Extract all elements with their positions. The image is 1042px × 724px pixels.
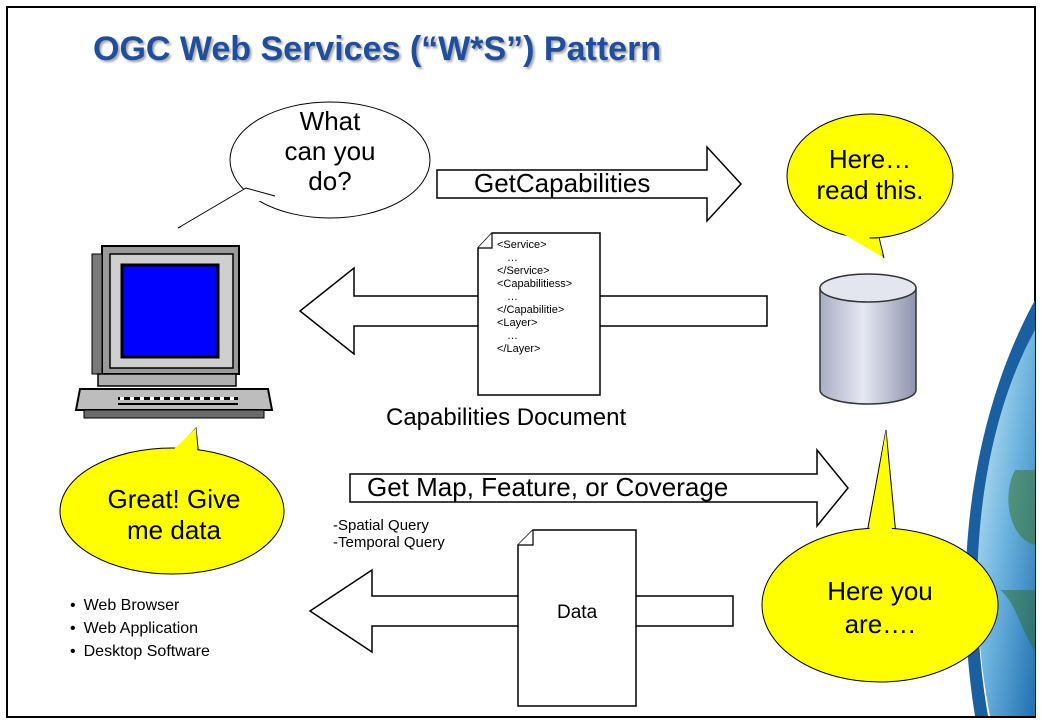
- client-request-text: Great! Give me data: [92, 484, 256, 546]
- doc-line: <Service>: [497, 239, 547, 251]
- doc-line: </Layer>: [497, 343, 541, 355]
- query-item: -Temporal Query: [333, 534, 445, 551]
- client-computer-icon: [74, 245, 274, 419]
- server-data-line: are….: [844, 609, 916, 639]
- database-server-icon: [819, 273, 917, 405]
- capabilities-document-caption: Capabilities Document: [386, 404, 627, 431]
- get-capabilities-label: GetCapabilities: [474, 168, 651, 198]
- capabilities-document-icon: [477, 232, 601, 396]
- server-data-callout: [761, 429, 999, 683]
- get-data-arrow: [349, 447, 849, 529]
- client-question-text: What can you do?: [270, 106, 390, 196]
- doc-line: …: [507, 291, 518, 303]
- doc-line: <Capabilitiess>: [497, 278, 573, 290]
- client-types-list: Web Browser Web Application Desktop Soft…: [70, 594, 210, 663]
- query-types: -Spatial Query -Temporal Query: [333, 517, 445, 551]
- get-data-label: Get Map, Feature, or Coverage: [367, 472, 729, 502]
- list-item: Web Application: [70, 617, 210, 640]
- server-data-text: Here you are….: [800, 575, 960, 641]
- monitor-screen: [120, 263, 220, 359]
- get-capabilities-arrow: [436, 145, 743, 223]
- client-question-line: can you: [284, 136, 376, 166]
- list-item: Desktop Software: [70, 640, 210, 663]
- doc-line: </Service>: [497, 265, 550, 277]
- server-data-line: Here you: [827, 576, 933, 606]
- client-question-line: What: [299, 106, 361, 136]
- list-item: Web Browser: [70, 594, 210, 617]
- capabilities-document-content: <Service> … </Service> <Capabilitiess> ……: [497, 239, 572, 356]
- doc-line: <Layer>: [497, 317, 538, 329]
- server-capabilities-text: Here… read this.: [790, 144, 950, 206]
- data-document-label: Data: [557, 602, 598, 623]
- doc-line: …: [507, 330, 518, 342]
- data-document-icon: [517, 529, 637, 707]
- query-item: -Spatial Query: [333, 517, 429, 534]
- client-request-line: me data: [127, 515, 221, 545]
- client-question-callout: [177, 101, 431, 229]
- client-request-callout: [59, 426, 285, 575]
- client-request-line: Great! Give: [107, 484, 241, 514]
- server-capabilities-line: read this.: [816, 175, 924, 205]
- server-capabilities-line: Here…: [828, 144, 912, 174]
- doc-line: …: [507, 252, 518, 264]
- slide-title: OGC Web Services (“W*S”) Pattern: [93, 30, 662, 68]
- server-capabilities-callout: [786, 113, 954, 259]
- client-question-line: do?: [308, 166, 352, 196]
- doc-line: </Capabilitie>: [497, 304, 565, 316]
